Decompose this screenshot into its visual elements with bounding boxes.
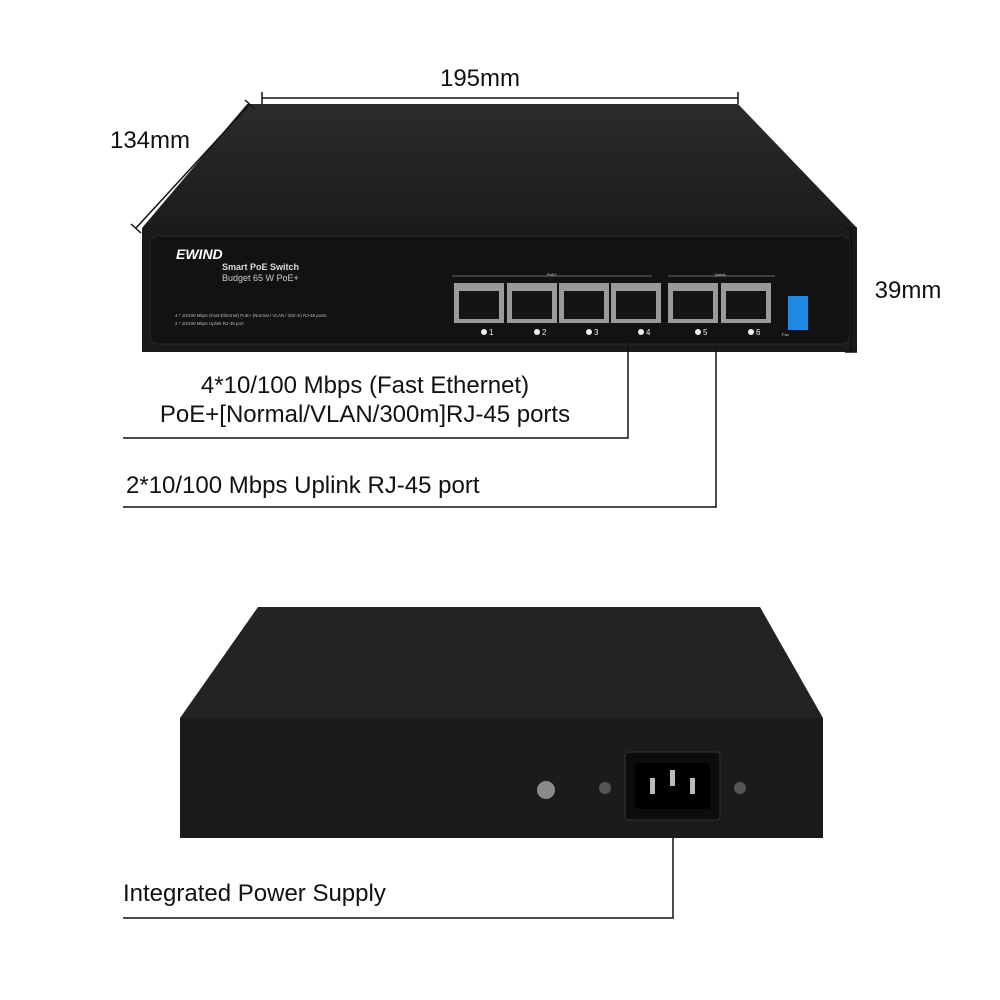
port-opening <box>564 291 604 319</box>
port-number: 5 <box>703 328 708 337</box>
port-number: 1 <box>489 328 494 337</box>
power-callout: Integrated Power Supply <box>123 880 386 907</box>
port-led <box>695 329 701 335</box>
spec-line-2: 2 * 10/100 Mbps Uplink RJ-45 port <box>175 321 245 326</box>
port-number: 2 <box>542 328 547 337</box>
callout-lines <box>123 330 717 919</box>
screw-icon <box>734 782 746 794</box>
budget-label: Budget 65 W PoE+ <box>222 273 299 283</box>
port-led <box>638 329 644 335</box>
poe-callout-line-1: 4*10/100 Mbps (Fast Ethernet) <box>201 372 529 399</box>
port-number: 4 <box>646 328 651 337</box>
port-number: 3 <box>594 328 599 337</box>
port-number: 6 <box>756 328 761 337</box>
dimension-lines <box>130 92 857 353</box>
port-led <box>534 329 540 335</box>
dip-switch-label: Fan <box>782 332 789 337</box>
model-label: Smart PoE Switch <box>222 262 299 272</box>
port-opening <box>459 291 499 319</box>
ground-screw-icon <box>537 781 555 799</box>
poe-group-label: PoE+ <box>547 272 558 277</box>
depth-dimension: 134mm <box>110 127 190 154</box>
height-dimension: 39mm <box>875 277 942 304</box>
port-led <box>481 329 487 335</box>
screw-icon <box>599 782 611 794</box>
poe-callout-line-2: PoE+[Normal/VLAN/300m]RJ-45 ports <box>160 401 570 428</box>
uplink-group-label: Uplink <box>714 272 725 277</box>
width-dimension: 195mm <box>440 65 520 92</box>
port-opening <box>726 291 766 319</box>
uplink-callout: 2*10/100 Mbps Uplink RJ-45 port <box>126 472 480 499</box>
port-led <box>748 329 754 335</box>
port-led <box>586 329 592 335</box>
brand-logo: EWIND <box>176 246 223 262</box>
spec-line-1: 4 * 10/100 Mbps (Fast Ethernet) PoE+ (No… <box>175 313 327 318</box>
switch-top-face <box>142 104 857 228</box>
port-opening <box>673 291 713 319</box>
switch-rear-view <box>180 607 823 838</box>
rear-top-face <box>180 607 823 718</box>
rear-face <box>180 718 823 838</box>
switch-front-view: EWIND Smart PoE Switch Budget 65 W PoE+ … <box>142 104 857 352</box>
port-opening <box>616 291 656 319</box>
port-opening <box>512 291 552 319</box>
dip-switch[interactable] <box>788 296 808 330</box>
